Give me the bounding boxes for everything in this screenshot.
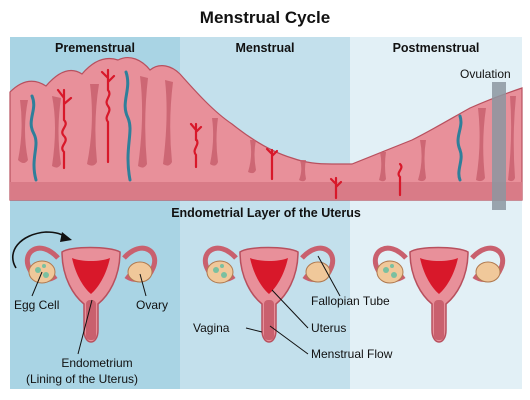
phase-label-menstrual: Menstrual [235, 41, 295, 55]
section-title: Endometrial Layer of the Uterus [171, 206, 361, 220]
fallopian-tube-label: Fallopian Tube [311, 294, 390, 308]
phase-label-postmenstrual: Postmenstrual [392, 41, 480, 55]
diagram-title: Menstrual Cycle [199, 8, 331, 27]
ovary-label: Ovary [136, 298, 169, 312]
vagina-label: Vagina [193, 321, 230, 335]
uterus-diagram-postmenstrual [375, 248, 502, 343]
ovulation-marker [492, 82, 506, 210]
endometrium-label: Endometrium [61, 356, 133, 370]
phase-label-premenstrual: Premenstrual [55, 41, 135, 55]
egg-cell-label: Egg Cell [14, 298, 60, 312]
ovulation-label: Ovulation [460, 67, 511, 81]
uterus-label: Uterus [311, 321, 347, 335]
endometrium-tissue [9, 57, 523, 201]
label-leader-lines [31, 255, 341, 355]
endometrium-sublabel: (Lining of the Uterus) [25, 372, 139, 386]
uterus-diagram-premenstrual [24, 245, 158, 343]
menstrual-flow-label: Menstrual Flow [311, 347, 393, 361]
